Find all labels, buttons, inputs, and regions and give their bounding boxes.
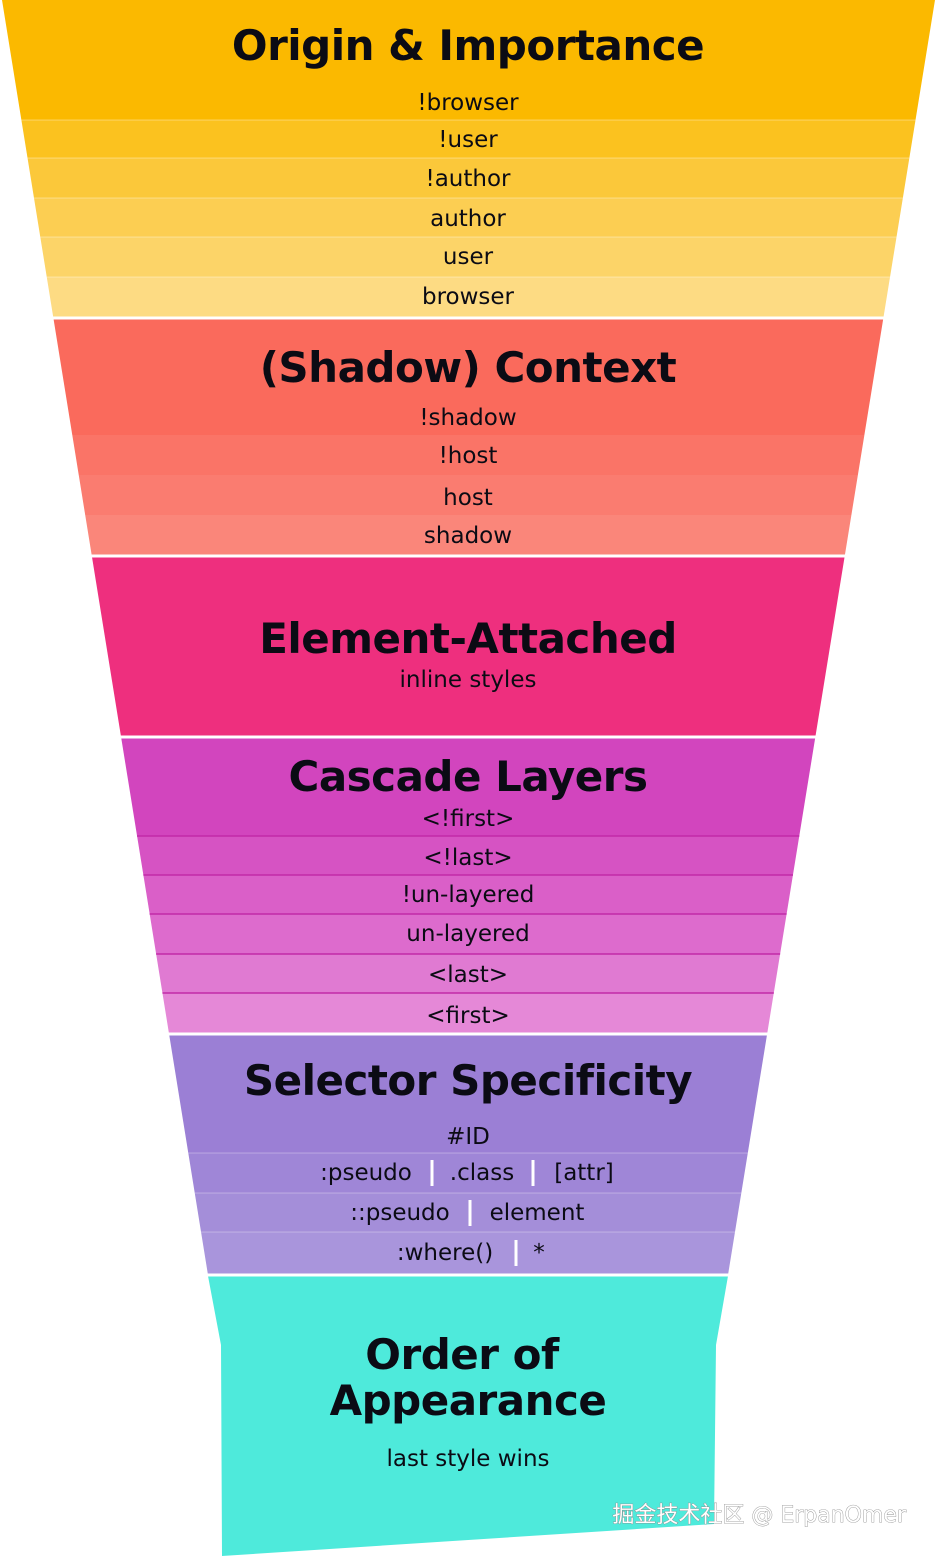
element-subtitle: inline styles bbox=[400, 667, 537, 693]
order-title-line-2: Appearance bbox=[330, 1376, 607, 1425]
layers-band-3 bbox=[149, 914, 787, 954]
layers-item-label: !un-layered bbox=[402, 882, 535, 908]
origin-band-2 bbox=[27, 158, 910, 198]
layers-item-label: <first> bbox=[426, 1003, 510, 1029]
order-subtitle: last style wins bbox=[386, 1446, 549, 1472]
origin-band-0 bbox=[2, 0, 935, 120]
specificity-band-2 bbox=[194, 1193, 742, 1232]
layers-band-5 bbox=[162, 993, 774, 1034]
specificity-band-0 bbox=[169, 1034, 768, 1153]
specificity-band-3 bbox=[201, 1232, 735, 1275]
origin-item-label: !user bbox=[438, 127, 498, 153]
shadow-item-label: host bbox=[443, 485, 493, 511]
specificity-separator-bar bbox=[468, 1200, 472, 1226]
shadow-band-1 bbox=[72, 435, 865, 475]
layers-item-label: un-layered bbox=[406, 921, 529, 947]
layers-band-2 bbox=[143, 875, 793, 914]
specificity-selector-label: :pseudo bbox=[320, 1160, 412, 1186]
watermark-text: 掘金技术社区 @ ErpanOmer bbox=[612, 1503, 907, 1528]
origin-item-label: !browser bbox=[417, 90, 519, 116]
layers-item-label: <!last> bbox=[423, 845, 512, 871]
specificity-selector-label: #ID bbox=[446, 1124, 490, 1150]
specificity-separator-bar bbox=[514, 1240, 518, 1266]
shadow-title: (Shadow) Context bbox=[260, 343, 677, 392]
shadow-band-2 bbox=[78, 475, 858, 515]
shadow-item-label: !host bbox=[439, 443, 498, 469]
origin-item-label: user bbox=[443, 244, 494, 270]
origin-band-1 bbox=[21, 120, 916, 158]
element-title: Element-Attached bbox=[259, 614, 677, 663]
specificity-band-1 bbox=[188, 1153, 748, 1193]
origin-item-label: author bbox=[430, 206, 506, 232]
layers-item-label: <!first> bbox=[422, 806, 515, 832]
specificity-selector-label: ::pseudo bbox=[350, 1200, 449, 1226]
layers-item-label: <last> bbox=[428, 962, 508, 988]
origin-band-4 bbox=[40, 237, 897, 277]
origin-band-3 bbox=[33, 198, 903, 237]
shadow-item-label: !shadow bbox=[419, 405, 516, 431]
shadow-band-0 bbox=[53, 318, 884, 435]
specificity-selector-label: .class bbox=[450, 1160, 514, 1186]
layers-title: Cascade Layers bbox=[289, 752, 648, 801]
shadow-item-label: shadow bbox=[424, 523, 512, 549]
specificity-selector-label: [attr] bbox=[554, 1160, 614, 1186]
origin-band-5 bbox=[46, 277, 891, 318]
specificity-title: Selector Specificity bbox=[244, 1056, 692, 1105]
layers-band-1 bbox=[137, 836, 800, 875]
layers-band-0 bbox=[121, 737, 816, 836]
element-band bbox=[91, 556, 845, 737]
origin-item-label: !author bbox=[425, 166, 511, 192]
layers-band-4 bbox=[156, 954, 781, 993]
order-band bbox=[208, 1276, 728, 1556]
specificity-selector-label: element bbox=[490, 1200, 585, 1226]
specificity-separator-bar bbox=[531, 1160, 535, 1186]
specificity-selector-label: :where() bbox=[397, 1240, 493, 1266]
order-title-line-1: Order of bbox=[365, 1330, 560, 1379]
origin-item-label: browser bbox=[422, 284, 515, 310]
origin-title: Origin & Importance bbox=[232, 21, 704, 70]
specificity-separator-bar bbox=[430, 1160, 434, 1186]
shadow-band-3 bbox=[85, 515, 852, 556]
specificity-selector-label: * bbox=[533, 1240, 545, 1266]
